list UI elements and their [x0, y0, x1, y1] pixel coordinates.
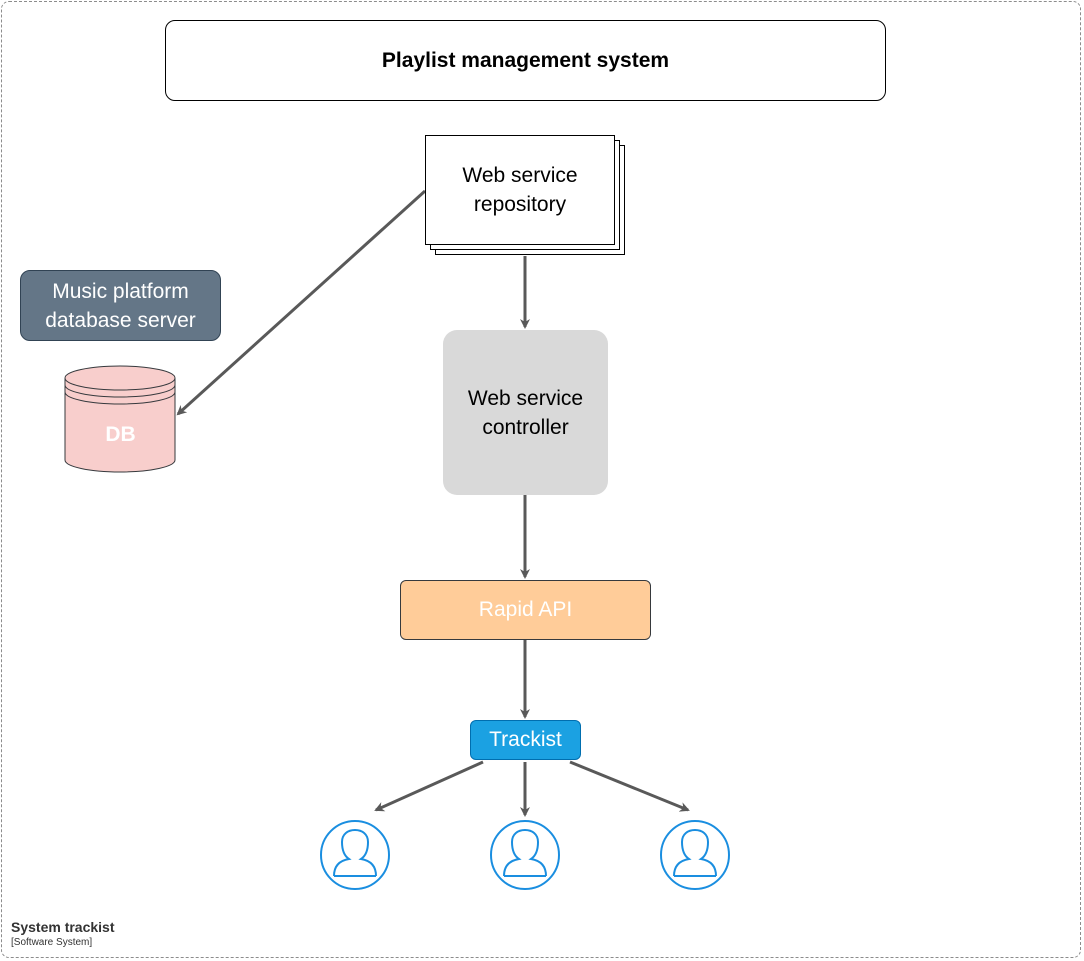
stack-sheet-front: Web service repository — [425, 135, 615, 245]
db-server-label: Music platform database server — [45, 279, 196, 332]
boundary-type: [Software System] — [11, 937, 93, 948]
database-icon[interactable] — [64, 365, 176, 473]
repository-label: Web service repository — [462, 164, 578, 216]
arrow-trackist-to-user-3 — [569, 760, 690, 812]
arrow-trackist-to-user-1 — [374, 760, 484, 812]
user-icon[interactable] — [320, 820, 390, 890]
db-server-node[interactable]: Music platform database server — [20, 270, 221, 341]
boundary-name: System trackist — [11, 919, 115, 935]
db-label: DB — [105, 423, 136, 446]
controller-label: Web service controller — [467, 386, 584, 439]
rapid-api-node[interactable]: Rapid API — [400, 580, 651, 640]
user-icon[interactable] — [490, 820, 560, 890]
diagram-title[interactable]: Playlist management system — [165, 20, 886, 101]
user-icon[interactable] — [660, 820, 730, 890]
arrow-repo-to-db — [176, 189, 427, 416]
controller-node[interactable]: Web service controller — [443, 330, 608, 495]
repository-node[interactable]: Web service repository — [425, 135, 626, 256]
trackist-node[interactable]: Trackist — [470, 720, 581, 760]
